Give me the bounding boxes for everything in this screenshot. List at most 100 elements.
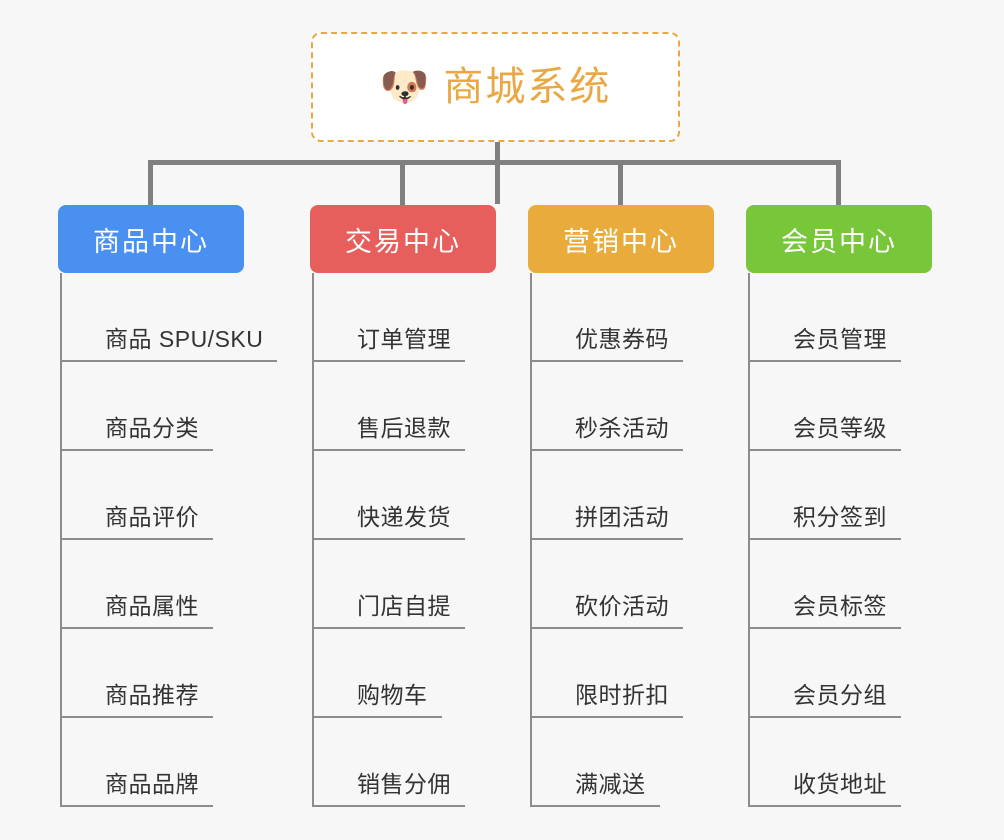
leaf-underline [530, 716, 683, 718]
leaf-spine [60, 273, 62, 807]
branch-marketing-center: 营销中心 优惠券码 秒杀活动 拼团活动 砍价活动 [528, 205, 748, 807]
leaf-item[interactable]: 商品推荐 [60, 629, 308, 718]
leaf-underline [748, 627, 901, 629]
leaf-item[interactable]: 快递发货 [312, 451, 530, 540]
leaf-item[interactable]: 优惠券码 [530, 273, 748, 362]
leaf-label: 商品推荐 [105, 681, 199, 708]
leaf-item[interactable]: 商品分类 [60, 362, 308, 451]
leaf-spine [530, 273, 532, 807]
connector-drop-branch-4 [836, 160, 841, 208]
leaf-underline [60, 538, 213, 540]
leaf-list-member-center: 会员管理 会员等级 积分签到 会员标签 会员分组 [748, 273, 966, 807]
leaf-item[interactable]: 秒杀活动 [530, 362, 748, 451]
leaf-underline [748, 716, 901, 718]
leaf-underline [60, 627, 213, 629]
leaf-item[interactable]: 满减送 [530, 718, 748, 807]
leaf-label: 商品品牌 [105, 770, 199, 797]
leaf-item[interactable]: 销售分佣 [312, 718, 530, 807]
leaf-label: 限时折扣 [575, 681, 669, 708]
root-node-title: 商城系统 [443, 65, 612, 109]
leaf-label: 商品分类 [105, 414, 199, 441]
branch-header-label: 商品中心 [93, 226, 209, 257]
branch-trade-center: 交易中心 订单管理 售后退款 快递发货 门店自提 [310, 205, 530, 807]
leaf-underline [312, 627, 465, 629]
leaf-label: 订单管理 [357, 325, 451, 352]
leaf-item[interactable]: 商品评价 [60, 451, 308, 540]
connector-drop-branch-3 [618, 160, 623, 208]
leaf-list-product-center: 商品 SPU/SKU 商品分类 商品评价 商品属性 商品推荐 [60, 273, 308, 807]
branch-header-label: 会员中心 [781, 226, 897, 257]
leaf-underline [530, 805, 660, 807]
leaf-item[interactable]: 会员管理 [748, 273, 966, 362]
leaf-item[interactable]: 商品 SPU/SKU [60, 273, 308, 362]
branch-member-center: 会员中心 会员管理 会员等级 积分签到 会员标签 [746, 205, 966, 807]
branch-header-label: 交易中心 [345, 226, 461, 257]
branch-header-marketing-center[interactable]: 营销中心 [528, 205, 714, 273]
leaf-label: 购物车 [357, 681, 428, 708]
leaf-item[interactable]: 购物车 [312, 629, 530, 718]
leaf-label: 秒杀活动 [575, 414, 669, 441]
root-node-mall-system[interactable]: 🐶 商城系统 [311, 32, 680, 142]
leaf-underline [60, 716, 213, 718]
connector-root-stem [495, 142, 500, 204]
leaf-item[interactable]: 订单管理 [312, 273, 530, 362]
leaf-item[interactable]: 积分签到 [748, 451, 966, 540]
leaf-underline [530, 627, 683, 629]
leaf-underline [748, 538, 901, 540]
leaf-label: 商品评价 [105, 503, 199, 530]
leaf-item[interactable]: 售后退款 [312, 362, 530, 451]
leaf-label: 优惠券码 [575, 325, 669, 352]
leaf-spine [748, 273, 750, 807]
leaf-underline [312, 538, 465, 540]
leaf-item[interactable]: 砍价活动 [530, 540, 748, 629]
leaf-underline [312, 360, 465, 362]
leaf-label: 商品 SPU/SKU [105, 325, 264, 352]
shiba-dog-face-icon: 🐶 [379, 65, 430, 109]
leaf-label: 会员标签 [793, 592, 887, 619]
leaf-item[interactable]: 会员标签 [748, 540, 966, 629]
leaf-label: 拼团活动 [575, 503, 669, 530]
connector-drop-branch-2 [400, 160, 405, 208]
leaf-item[interactable]: 门店自提 [312, 540, 530, 629]
leaf-label: 快递发货 [357, 503, 451, 530]
leaf-item[interactable]: 收货地址 [748, 718, 966, 807]
branch-product-center: 商品中心 商品 SPU/SKU 商品分类 商品评价 商品属性 [58, 205, 308, 807]
connector-horizontal-bus [148, 160, 841, 165]
connector-drop-branch-1 [148, 160, 153, 208]
leaf-underline [312, 805, 465, 807]
branch-header-member-center[interactable]: 会员中心 [746, 205, 932, 273]
leaf-item[interactable]: 商品品牌 [60, 718, 308, 807]
leaf-item[interactable]: 拼团活动 [530, 451, 748, 540]
leaf-item[interactable]: 限时折扣 [530, 629, 748, 718]
leaf-underline [748, 360, 901, 362]
leaf-spine [312, 273, 314, 807]
leaf-label: 收货地址 [793, 770, 887, 797]
leaf-underline [530, 449, 683, 451]
leaf-underline [748, 449, 901, 451]
leaf-label: 会员分组 [793, 681, 887, 708]
leaf-label: 商品属性 [105, 592, 199, 619]
leaf-label: 会员等级 [793, 414, 887, 441]
leaf-label: 砍价活动 [575, 592, 669, 619]
leaf-item[interactable]: 商品属性 [60, 540, 308, 629]
leaf-list-trade-center: 订单管理 售后退款 快递发货 门店自提 购物车 [312, 273, 530, 807]
leaf-underline [60, 360, 277, 362]
leaf-underline [748, 805, 901, 807]
leaf-label: 销售分佣 [357, 770, 451, 797]
leaf-underline [312, 716, 442, 718]
leaf-underline [530, 360, 683, 362]
leaf-label: 满减送 [575, 770, 646, 797]
branch-header-product-center[interactable]: 商品中心 [58, 205, 244, 273]
leaf-underline [312, 449, 465, 451]
leaf-list-marketing-center: 优惠券码 秒杀活动 拼团活动 砍价活动 限时折扣 [530, 273, 748, 807]
leaf-item[interactable]: 会员分组 [748, 629, 966, 718]
leaf-underline [60, 449, 213, 451]
leaf-underline [530, 538, 683, 540]
leaf-label: 售后退款 [357, 414, 451, 441]
branch-header-trade-center[interactable]: 交易中心 [310, 205, 496, 273]
leaf-label: 会员管理 [793, 325, 887, 352]
leaf-item[interactable]: 会员等级 [748, 362, 966, 451]
branch-header-label: 营销中心 [563, 226, 679, 257]
